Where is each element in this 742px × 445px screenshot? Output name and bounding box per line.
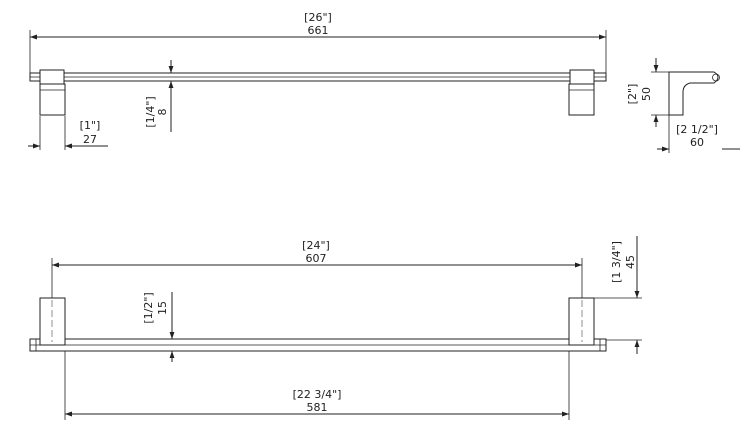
side-height-mm-label: 50	[640, 87, 653, 101]
top-view	[28, 30, 607, 150]
bottom-centers-mm-label: 607	[306, 252, 327, 265]
top-right-bracket-cap	[569, 69, 595, 85]
bottom-inner-mm-label: 581	[307, 401, 328, 414]
top-length-mm-label: 661	[308, 24, 329, 37]
side-view	[651, 58, 740, 153]
top-right-bracket-body	[568, 83, 595, 116]
top-bar-in-label: [1/4"]	[144, 96, 157, 127]
top-left-bracket-body	[39, 83, 66, 116]
bottom-height-mm-label: 45	[624, 255, 637, 269]
top-left-bracket-cap	[39, 69, 65, 85]
bottom-bar-in-label: [1/2"]	[142, 292, 155, 323]
bottom-centers-in-label: [24"]	[302, 239, 330, 252]
side-height-in-label: [2"]	[626, 84, 639, 105]
bottom-height-in-label: [1 3/4"]	[610, 241, 623, 283]
top-bar-mm-label: 8	[156, 109, 169, 116]
side-profile-shape	[668, 71, 719, 116]
bottom-inner-in-label: [22 3/4"]	[293, 388, 342, 401]
bottom-left-bracket	[39, 297, 66, 346]
bottom-right-bracket	[568, 297, 595, 346]
side-depth-in-label: [2 1/2"]	[676, 123, 718, 136]
top-bracket-in-label: [1"]	[80, 119, 101, 132]
side-depth-mm-label: 60	[690, 136, 704, 149]
top-bracket-mm-label: 27	[83, 133, 97, 146]
bottom-bar-mm-label: 15	[156, 301, 169, 315]
bottom-view	[29, 236, 642, 420]
top-length-in-label: [26"]	[304, 11, 332, 24]
